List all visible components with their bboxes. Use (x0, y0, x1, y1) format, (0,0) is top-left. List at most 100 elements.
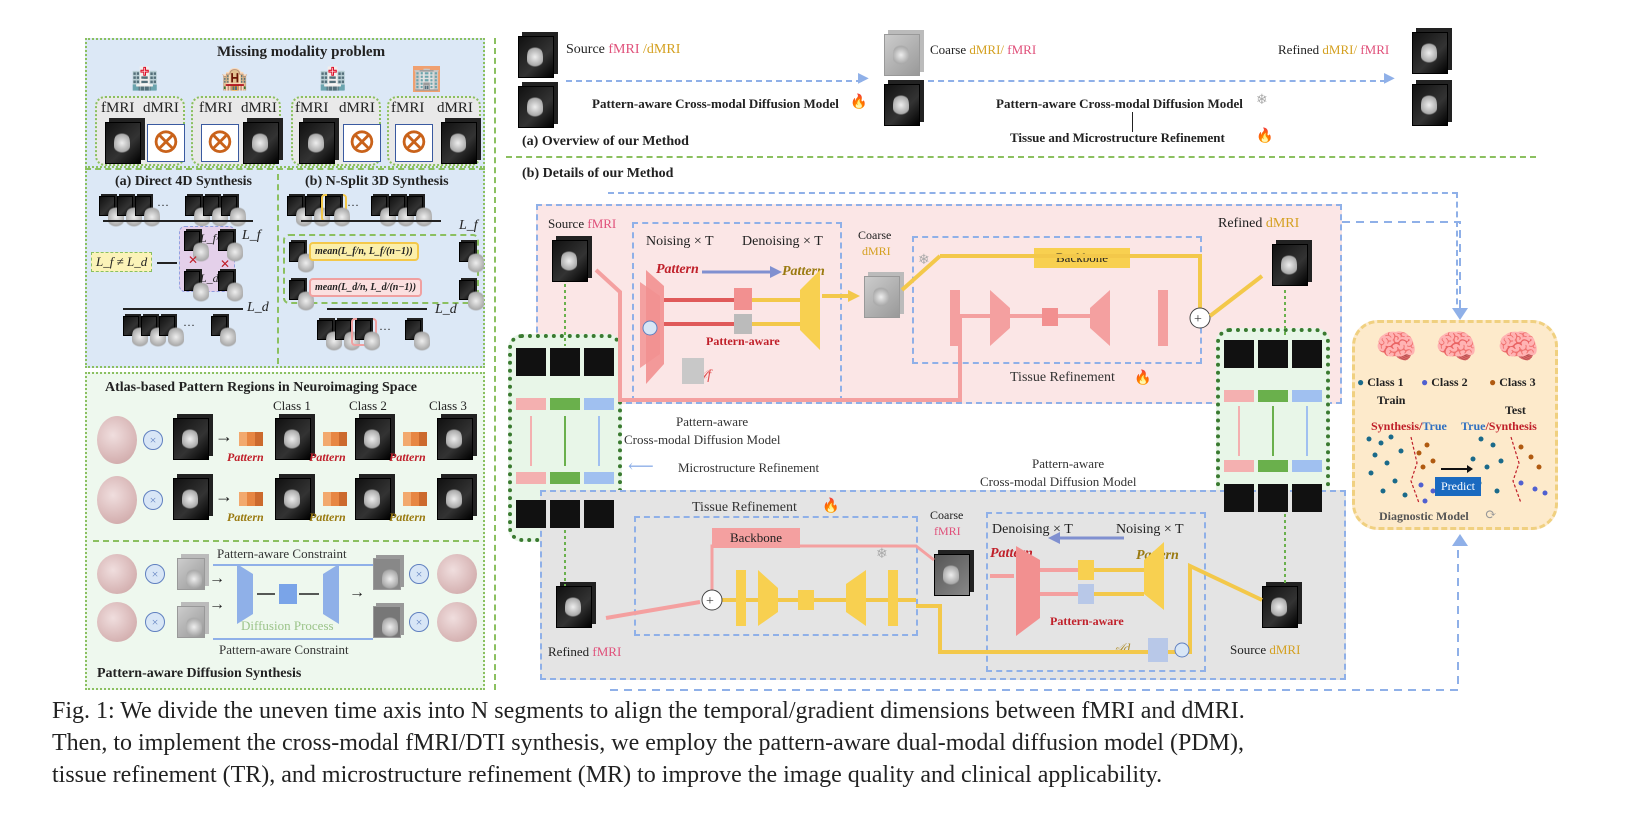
figure-caption-line-3: tissue refinement (TR), and microstructu… (52, 762, 1163, 788)
fmri-label: fMRI (199, 100, 233, 116)
overview-section-label: (a) Overview of our Method (522, 134, 689, 149)
decoder-shape (323, 564, 339, 624)
backbone-label: Backbone (712, 528, 800, 548)
tissue-refinement-bottom-box (634, 516, 918, 636)
ld-axis-arrow (327, 308, 427, 310)
output-volume (373, 606, 401, 639)
pattern-grid-icon (323, 492, 347, 506)
hospital-icon: 🏥 (131, 66, 159, 91)
coarse-label: Coarse (930, 508, 964, 522)
pcdm-bottom-caption-1: Pattern-aware (1032, 456, 1105, 471)
class-volume (275, 418, 311, 460)
constraint-bottom-label: Pattern-aware Constraint (219, 642, 349, 657)
multiply-icon: × (143, 490, 163, 510)
overview-coarse-label: Coarse dMRI/ fMRI (930, 42, 1037, 57)
coarse-volume (884, 34, 920, 76)
coarse-volume (884, 84, 920, 126)
pattern-label: Pattern (309, 450, 346, 464)
brain-atlas-icon (97, 602, 137, 642)
source-fmri-label: Source fMRI (548, 216, 617, 231)
arrow (157, 262, 177, 264)
constraint-arrow (213, 638, 373, 640)
pattern-label: Pattern (227, 510, 264, 524)
class-volume (437, 418, 473, 460)
pattern-latent-block (734, 314, 752, 334)
multiply-icon: × (145, 564, 165, 584)
class-2-legend: ● Class 2 (1421, 375, 1468, 389)
pattern-label: Pattern (227, 450, 264, 464)
dmri-label: dMRI (143, 100, 179, 116)
microstructure-arrow: ⟵ (628, 456, 654, 476)
arrowhead: ▶ (1384, 71, 1395, 86)
feedback-loop (1456, 192, 1458, 314)
brain-atlas-icon (97, 476, 137, 524)
refined-volume (1412, 84, 1448, 126)
missing-modality-icon (201, 121, 239, 162)
model-icon: ⟳ (1485, 508, 1497, 523)
pattern-aware-label: Pattern-aware (1050, 614, 1124, 628)
noising-label: Noising × T (1116, 522, 1184, 537)
encoder-shape (237, 564, 253, 624)
dmri-volume (243, 122, 279, 164)
coarse-fmri-volume (934, 554, 970, 596)
add-icon (701, 589, 723, 611)
pattern-label: Pattern (389, 510, 426, 524)
overview-refined-label: Refined dMRI/ fMRI (1278, 42, 1390, 57)
volume-sequence: ··· (317, 318, 457, 353)
multiply-icon: × (145, 612, 165, 632)
hospital-icon: 🏢 (413, 66, 441, 92)
pattern-aware-label: Pattern-aware (706, 334, 780, 348)
refined-volume (1412, 32, 1448, 74)
denoising-label: Denoising × T (742, 234, 823, 249)
pattern-grid-icon (239, 492, 263, 506)
coarse-mod-label: dMRI (862, 244, 891, 258)
test-data-label: True/Synthesis (1461, 419, 1537, 433)
pattern-grid-icon (323, 432, 347, 446)
coarse-mod-label: fMRI (934, 524, 961, 538)
class-3-legend: ● Class 3 (1489, 375, 1536, 389)
missing-modality-panel: Missing modality problem 🏥 🏨 🏥 🏢 fMRI dM… (85, 38, 485, 168)
pcdm-bottom-caption-2: Cross-modal Diffusion Model (980, 474, 1137, 489)
details-section-label: (b) Details of our Method (522, 166, 674, 181)
brain-atlas-icon (437, 602, 477, 642)
mismatch-box: L_f^i ✕ ✕ L_d^i (179, 226, 243, 304)
source-dmri-label: Source dMRI (1230, 642, 1301, 657)
volume-sequence: ··· (123, 316, 263, 349)
overview-arrow-2 (928, 80, 1386, 82)
figure-caption-line-1: Fig. 1: We divide the uneven time axis i… (52, 698, 1245, 724)
fmri-volume (173, 418, 209, 460)
missing-modality-icon (395, 121, 433, 162)
overview-source-label: Source fMRI /dMRI (566, 42, 681, 57)
microstructure-label: Microstructure Refinement (678, 460, 820, 475)
lf-axis-arrow (103, 220, 253, 222)
pattern-latent-block (734, 288, 752, 310)
diagnostic-model-panel: 🧠 🧠 🧠 ● Class 1 ● Class 2 ● Class 3 Trai… (1352, 320, 1558, 530)
pattern-grid-icon (403, 432, 427, 446)
trainable-flame-icon: 🔥 (1134, 371, 1152, 386)
pcdm-top-caption-2: Cross-modal Diffusion Model (624, 432, 781, 447)
class-volume (355, 478, 391, 520)
tissue-refinement-label: Tissue Refinement (1010, 370, 1115, 385)
divider (93, 540, 479, 542)
brain-atlas-icon (97, 554, 137, 594)
frozen-snowflake-icon: ❄ (918, 253, 930, 268)
arrow: → (209, 570, 225, 587)
modality-group: fMRI dMRI (191, 96, 281, 166)
dmri-label: dMRI (339, 100, 375, 116)
missing-modality-icon (343, 121, 381, 162)
class-1-legend: ● Class 1 (1357, 375, 1404, 389)
trainable-flame-icon: 🔥 (1256, 129, 1274, 144)
class-1-label: Class 1 (273, 398, 311, 413)
segment-mean-box: mean(L_f/n, L_f/(n−1)) mean(L_d/n, L_d/(… (283, 234, 484, 313)
ld-axis-arrow (123, 308, 243, 310)
volume-sequence: ··· (99, 196, 269, 229)
top-denoising-decoder (800, 270, 820, 350)
train-label: Train (1377, 393, 1406, 407)
latent-block (279, 584, 297, 604)
modality-group: fMRI dMRI (95, 96, 185, 166)
mr-right-bars (1224, 340, 1322, 512)
mean-fmri: mean(L_f/n, L_f/(n−1)) (309, 242, 419, 261)
class-volume (275, 478, 311, 520)
overview-refinement: Tissue and Microstructure Refinement (1010, 130, 1225, 145)
